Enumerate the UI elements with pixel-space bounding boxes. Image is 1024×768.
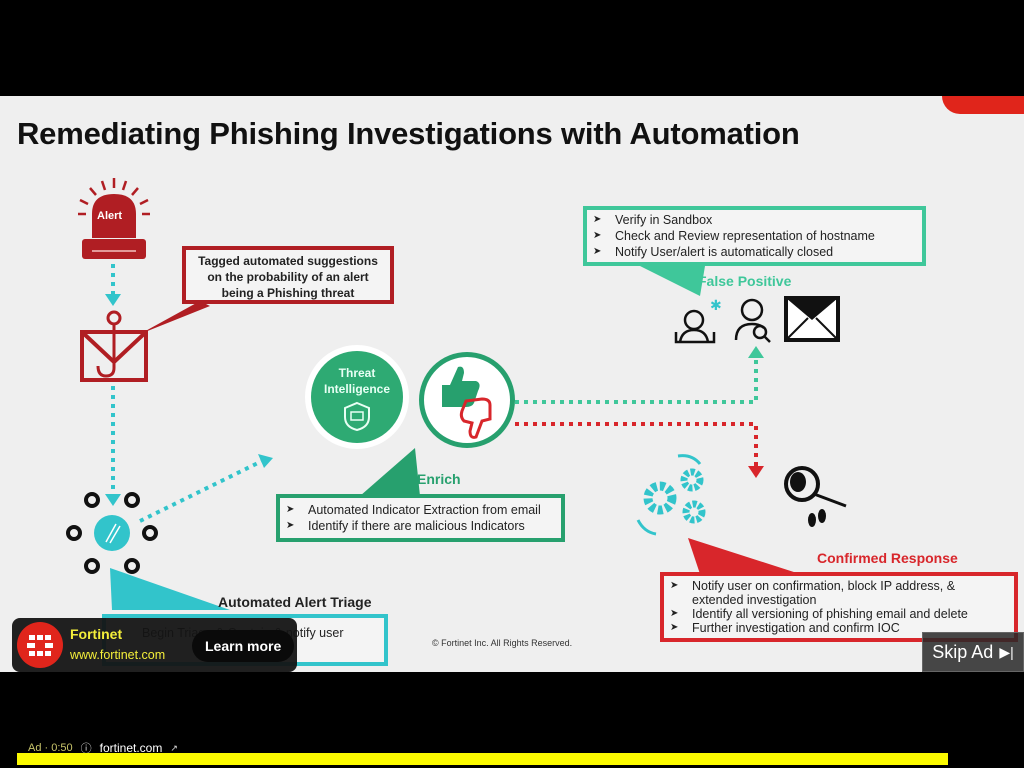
- callout-tail-tagged: [140, 301, 210, 334]
- external-link-icon: ↗: [170, 742, 178, 753]
- connector-false-positive: [515, 358, 758, 404]
- list-item: ➤Further investigation and confirm IOC: [670, 621, 900, 635]
- thumbs-up-down-icon: [442, 366, 492, 439]
- fortinet-logo-icon: [17, 622, 63, 668]
- user-search-icon: [734, 298, 771, 343]
- enrich-box: ➤Automated Indicator Extraction from ema…: [276, 494, 565, 542]
- enrich-heading: Enrich: [417, 471, 461, 487]
- slide-title: Remediating Phishing Investigations with…: [17, 116, 800, 151]
- learn-more-button[interactable]: Learn more: [192, 630, 295, 662]
- alert-siren-icon: [78, 178, 150, 259]
- triage-hub-icon: [66, 492, 158, 574]
- callout-tail-triage: [110, 568, 230, 610]
- skip-ad-button[interactable]: Skip Ad ▶|: [922, 632, 1024, 672]
- shield-icon: [344, 401, 370, 432]
- arrowhead-1: [105, 294, 121, 306]
- tagged-line-3: being a Phishing threat: [221, 286, 355, 300]
- list-item: ➤Identify if there are malicious Indicat…: [286, 519, 525, 533]
- callout-tail-false-positive: [640, 266, 705, 296]
- advertiser-name[interactable]: Fortinet: [70, 626, 123, 642]
- tagged-line-1: Tagged automated suggestions: [198, 254, 378, 268]
- threat-intel-label-2: Intelligence: [323, 382, 391, 396]
- confirmed-response-heading: Confirmed Response: [817, 550, 958, 566]
- footprint-search-icon: [784, 466, 847, 527]
- arrowhead-4: [748, 346, 764, 358]
- ad-overlay-card[interactable]: Fortinet www.fortinet.com Learn more: [12, 618, 297, 672]
- phishing-email-icon: [80, 310, 148, 382]
- ad-progress-fill: [17, 753, 948, 765]
- list-item: ➤Automated Indicator Extraction from ema…: [286, 503, 541, 517]
- threat-intelligence-badge: Threat Intelligence: [311, 351, 403, 443]
- false-positive-box: ➤Verify in Sandbox ➤Check and Review rep…: [583, 206, 926, 266]
- list-item: ➤Notify user on confirmation, block IP a…: [670, 579, 956, 607]
- verdict-circle: [419, 352, 515, 448]
- list-item: ➤Check and Review representation of host…: [593, 229, 875, 243]
- threat-intel-label-1: Threat: [338, 366, 376, 380]
- callout-tail-enrich: [360, 448, 420, 496]
- user-sandbox-icon: [674, 309, 716, 344]
- false-positive-icons: ✱: [674, 296, 840, 344]
- skip-next-icon: ▶|: [999, 643, 1014, 660]
- tagged-line-2: on the probability of an alert: [207, 270, 369, 284]
- gears-icon: [636, 454, 706, 536]
- ad-progress-bar[interactable]: [17, 753, 1007, 765]
- copyright: © Fortinet Inc. All Rights Reserved.: [432, 638, 573, 648]
- confirmed-response-list: ➤Notify user on confirmation, block IP a…: [670, 579, 1008, 635]
- info-icon[interactable]: ⓘ: [80, 743, 92, 755]
- skip-ad-label: Skip Ad: [932, 641, 994, 662]
- tagged-suggestions-box: Tagged automated suggestions on the prob…: [182, 246, 394, 304]
- list-item: ➤Verify in Sandbox: [593, 213, 713, 227]
- list-item: ➤Notify User/alert is automatically clos…: [593, 245, 834, 259]
- list-item: ➤Identify all versioning of phishing ema…: [670, 607, 968, 621]
- arrowhead-2: [105, 494, 121, 506]
- enrich-list: ➤Automated Indicator Extraction from ema…: [286, 502, 555, 534]
- ad-domain-link[interactable]: fortinet.com: [99, 741, 163, 755]
- arrowhead-3: [258, 454, 273, 468]
- envelope-icon: [784, 296, 840, 342]
- arrowhead-5: [748, 466, 764, 478]
- advertiser-url[interactable]: www.fortinet.com: [70, 648, 166, 662]
- triage-heading: Automated Alert Triage: [218, 594, 372, 610]
- corner-accent: [942, 96, 1024, 114]
- callout-tail-confirmed: [688, 538, 800, 574]
- alert-label: Alert: [97, 210, 123, 222]
- flow-connectors: [105, 264, 800, 610]
- video-slide: Remediating Phishing Investigations with…: [0, 96, 1024, 672]
- ad-info-bar: Ad · 0:50 ⓘ fortinet.com ↗: [28, 740, 178, 756]
- false-positive-heading: False Positive: [698, 273, 792, 289]
- ad-badge: Ad · 0:50: [28, 742, 73, 754]
- confirmed-response-box: ➤Notify user on confirmation, block IP a…: [660, 572, 1018, 642]
- svg-text:✱: ✱: [710, 298, 722, 314]
- false-positive-list: ➤Verify in Sandbox ➤Check and Review rep…: [593, 212, 916, 260]
